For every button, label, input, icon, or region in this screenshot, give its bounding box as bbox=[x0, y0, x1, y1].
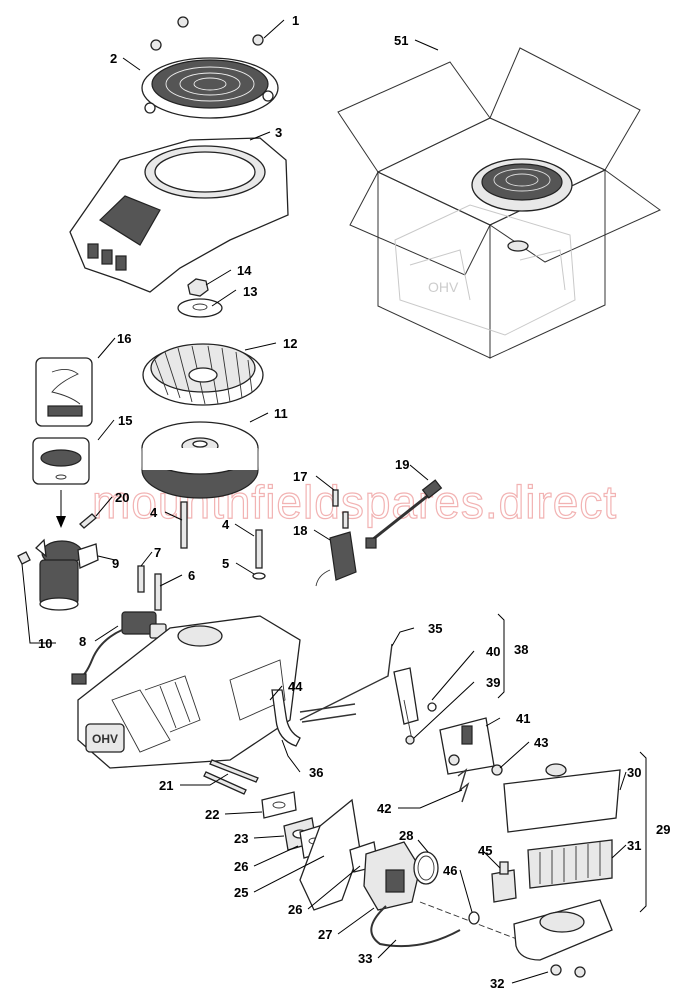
callout-30: 30 bbox=[627, 765, 641, 780]
part-43-screw[interactable] bbox=[491, 764, 503, 776]
part-33-fuel-hose[interactable] bbox=[370, 905, 461, 948]
part-4-stud-left[interactable] bbox=[180, 501, 188, 549]
callout-15: 15 bbox=[118, 413, 132, 428]
callout-10: 10 bbox=[38, 636, 52, 651]
part-9-starter-motor[interactable] bbox=[35, 538, 99, 611]
callout-28: 28 bbox=[399, 828, 413, 843]
part-41-governor-bracket[interactable] bbox=[439, 717, 495, 775]
callout-14: 14 bbox=[237, 263, 252, 278]
part-21-carburetor-studs[interactable] bbox=[203, 759, 259, 795]
part-18-ignition-coil[interactable] bbox=[315, 531, 357, 587]
part-45-wing-nut[interactable] bbox=[491, 861, 517, 903]
callout-45: 45 bbox=[478, 843, 492, 858]
part-31-air-filter-element[interactable] bbox=[527, 839, 613, 889]
callout-41: 41 bbox=[516, 711, 530, 726]
callout-25: 25 bbox=[234, 885, 248, 900]
callout-6: 6 bbox=[188, 568, 195, 583]
callout-17: 17 bbox=[293, 469, 307, 484]
part-13-washer[interactable] bbox=[177, 298, 223, 318]
callout-51: 51 bbox=[394, 33, 408, 48]
callout-43: 43 bbox=[534, 735, 548, 750]
callout-5: 5 bbox=[222, 556, 229, 571]
callout-1: 1 bbox=[292, 13, 299, 28]
callout-35: 35 bbox=[428, 621, 442, 636]
assembly-arrow-head bbox=[56, 516, 66, 528]
part-25-heat-shield[interactable] bbox=[299, 798, 361, 911]
part-5-washer[interactable] bbox=[252, 572, 266, 580]
callout-7: 7 bbox=[154, 545, 161, 560]
callout-16: 16 bbox=[117, 331, 131, 346]
leader-lines bbox=[21, 19, 627, 984]
part-19-wiring-lead[interactable] bbox=[365, 479, 443, 549]
callout-3: 3 bbox=[275, 125, 282, 140]
callout-12: 12 bbox=[283, 336, 297, 351]
callout-36: 36 bbox=[309, 765, 323, 780]
part-14-flywheel-nut[interactable] bbox=[187, 278, 209, 297]
part-30-air-filter-cover[interactable] bbox=[503, 763, 621, 833]
part-20-screw[interactable] bbox=[79, 513, 97, 529]
callout-22: 22 bbox=[205, 807, 219, 822]
part-7-bolt[interactable] bbox=[137, 565, 145, 593]
part-28-o-ring[interactable] bbox=[413, 851, 439, 885]
callout-40: 40 bbox=[486, 644, 500, 659]
callout-42: 42 bbox=[377, 801, 391, 816]
part-27-carburetor[interactable] bbox=[363, 841, 421, 911]
part-1-nut[interactable] bbox=[150, 16, 264, 51]
bracket-group-29 bbox=[639, 751, 647, 913]
callout-2: 2 bbox=[110, 51, 117, 66]
part-32-nut[interactable] bbox=[550, 964, 586, 978]
callout-27: 27 bbox=[318, 927, 332, 942]
part-15-starter-gear[interactable] bbox=[32, 437, 90, 485]
part-4-stud-right[interactable] bbox=[255, 529, 263, 569]
callout-26-lower: 26 bbox=[288, 902, 302, 917]
callout-32: 32 bbox=[490, 976, 504, 991]
part-3-engine-cover[interactable] bbox=[69, 137, 289, 293]
part-22-gasket[interactable] bbox=[261, 791, 297, 819]
callout-labels: 1 2 3 51 14 13 12 11 16 15 20 4 4 5 6 7 … bbox=[38, 13, 670, 991]
engine-marking-ohv: OHV bbox=[92, 732, 118, 746]
callout-8: 8 bbox=[79, 634, 86, 649]
callout-31: 31 bbox=[627, 838, 641, 853]
callout-18: 18 bbox=[293, 523, 307, 538]
callout-44: 44 bbox=[288, 679, 303, 694]
part-16-starter-spring[interactable] bbox=[35, 357, 93, 427]
callout-29: 29 bbox=[656, 822, 670, 837]
bracket-group-38 bbox=[497, 613, 505, 699]
part-42-spring[interactable] bbox=[457, 768, 470, 803]
callout-9: 9 bbox=[112, 556, 119, 571]
callout-38: 38 bbox=[514, 642, 528, 657]
part-44-breather-tube[interactable] bbox=[271, 689, 301, 747]
part-10-screw[interactable] bbox=[17, 551, 31, 565]
callout-39: 39 bbox=[486, 675, 500, 690]
part-35-governor-rod[interactable] bbox=[299, 643, 393, 721]
part-12-cooling-fan[interactable] bbox=[142, 343, 264, 406]
callout-4-right: 4 bbox=[222, 517, 230, 532]
callout-11: 11 bbox=[274, 406, 288, 421]
callout-20: 20 bbox=[115, 490, 129, 505]
callout-19: 19 bbox=[395, 457, 409, 472]
part-8-wiring-harness[interactable] bbox=[71, 611, 167, 685]
callout-21: 21 bbox=[159, 778, 173, 793]
part-51-boxed-engine[interactable]: OHV bbox=[337, 47, 661, 359]
callout-23: 23 bbox=[234, 831, 248, 846]
part-29-air-filter-assembly-base[interactable] bbox=[513, 899, 613, 961]
engine-marking-ghost: OHV bbox=[428, 279, 459, 295]
part-11-flywheel[interactable] bbox=[141, 421, 259, 499]
part-46-washer[interactable] bbox=[468, 911, 480, 925]
part-38-throttle-lever-assembly[interactable] bbox=[393, 667, 419, 741]
part-6-stud[interactable] bbox=[154, 573, 162, 611]
callout-26-upper: 26 bbox=[234, 859, 248, 874]
callout-13: 13 bbox=[243, 284, 257, 299]
callout-4-left: 4 bbox=[150, 505, 158, 520]
part-17-screw[interactable] bbox=[332, 489, 349, 529]
part-39-screw[interactable] bbox=[405, 735, 415, 745]
callout-33: 33 bbox=[358, 951, 372, 966]
callout-46: 46 bbox=[443, 863, 457, 878]
part-2-starter-guard[interactable] bbox=[141, 57, 279, 119]
engine-block[interactable]: OHV bbox=[77, 615, 301, 769]
part-40-washer[interactable] bbox=[427, 702, 437, 712]
part-36-governor-link[interactable] bbox=[299, 703, 357, 723]
